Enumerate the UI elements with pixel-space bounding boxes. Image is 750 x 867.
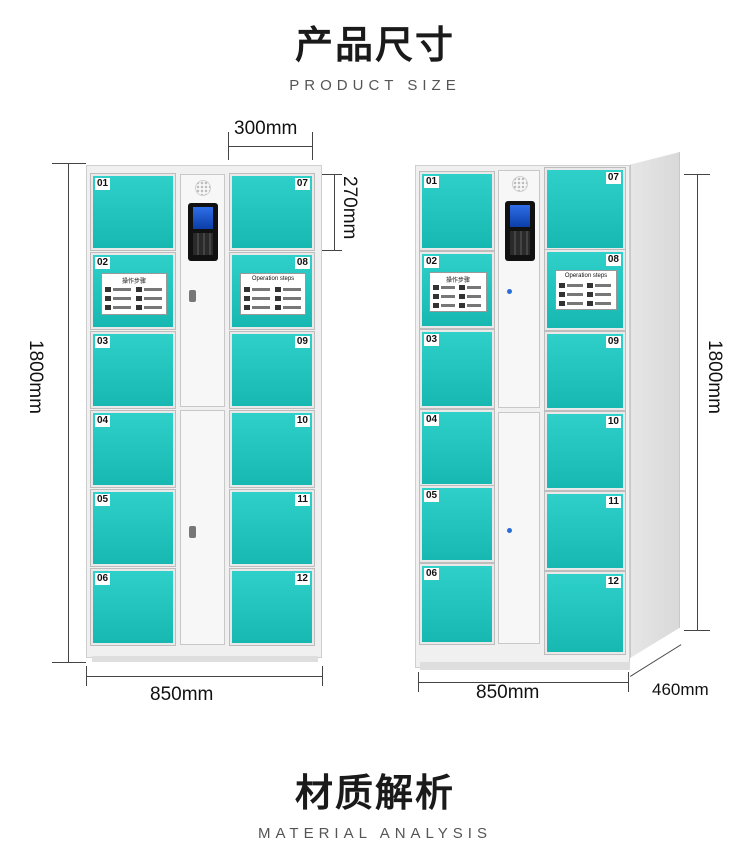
locker-door: 09: [544, 331, 626, 411]
locker-door: 08 Operation steps: [229, 252, 315, 330]
locker-door: 06: [90, 568, 176, 646]
locker-door: 11: [229, 489, 315, 567]
locker-door: 07: [229, 173, 315, 251]
operation-sign: 操作步骤: [429, 272, 487, 312]
locker-door: 12: [544, 571, 626, 655]
door-number: 09: [294, 336, 310, 348]
locker-door: 03: [419, 329, 495, 409]
operation-sign: Operation steps: [555, 270, 617, 310]
door-number: 01: [95, 178, 111, 190]
door-number: 10: [605, 416, 621, 428]
width-label-side: 850mm: [476, 682, 540, 703]
locker-door: 08 Operation steps: [544, 249, 626, 331]
dimension-line: [68, 163, 69, 662]
door-number: 11: [295, 494, 310, 506]
section-subtitle-product-size: PRODUCT SIZE: [289, 77, 461, 94]
height-label-front: 1800mm: [25, 340, 46, 414]
operation-sign: Operation steps: [240, 273, 306, 315]
lock-icon: [507, 289, 512, 294]
control-panel: [180, 174, 225, 407]
door-number: 07: [294, 178, 310, 190]
speaker-icon: [195, 180, 211, 196]
header: 产品尺寸 PRODUCT SIZE: [0, 14, 750, 94]
section-subtitle-material: MATERIAL ANALYSIS: [258, 825, 492, 842]
depth-label: 460mm: [652, 680, 709, 699]
door-number: 06: [424, 568, 440, 580]
door-number: 02: [95, 257, 111, 269]
speaker-icon: [512, 176, 528, 192]
locker-door: 04: [419, 409, 495, 487]
locker-door: 03: [90, 331, 176, 409]
door-number: 03: [424, 334, 440, 346]
lock-icon: [507, 528, 512, 533]
door-number: 10: [294, 415, 310, 427]
operation-sign: 操作步骤: [101, 273, 167, 315]
dimension-line: [334, 174, 335, 250]
height-label-side: 1800mm: [704, 340, 725, 414]
dimension-line: [697, 174, 698, 630]
locker-door: 02 操作步骤: [419, 251, 495, 329]
locker-door: 05: [419, 485, 495, 563]
section-title-product-size: 产品尺寸: [294, 23, 455, 67]
cabinet-base: [92, 656, 318, 662]
touch-screen: [505, 201, 535, 261]
storage-panel: [180, 410, 225, 645]
locker-door: 07: [544, 167, 626, 251]
door-number: 01: [424, 176, 440, 188]
locker-door: 10: [544, 411, 626, 491]
door-number: 05: [95, 494, 111, 506]
width-label-front: 850mm: [150, 684, 214, 705]
door-number: 12: [294, 573, 310, 585]
storage-panel: [498, 412, 540, 644]
locker-door: 12: [229, 568, 315, 646]
door-number: 09: [605, 336, 621, 348]
sign-title: Operation steps: [564, 273, 608, 279]
locker-door: 01: [90, 173, 176, 251]
locker-door: 05: [90, 489, 176, 567]
section-title-material: 材质解析: [294, 771, 455, 815]
cabinet-side: [630, 152, 680, 658]
locker-door: 04: [90, 410, 176, 488]
locker-door: 09: [229, 331, 315, 409]
sign-title: Operation steps: [251, 276, 295, 282]
door-number: 03: [95, 336, 111, 348]
locker-door: 06: [419, 563, 495, 645]
door-number: 04: [424, 414, 440, 426]
locker-door: 02 操作步骤: [90, 252, 176, 330]
door-number: 05: [424, 490, 440, 502]
touch-screen: [188, 203, 218, 261]
material-section-header: 材质解析 MATERIAL ANALYSIS: [0, 762, 750, 842]
door-number: 02: [424, 256, 440, 268]
door-number: 04: [95, 415, 111, 427]
lock-icon: [189, 526, 196, 538]
door-width-label: 300mm: [234, 118, 298, 139]
sign-title: 操作步骤: [445, 278, 470, 284]
door-height-label: 270mm: [339, 176, 360, 240]
control-panel: [498, 170, 540, 408]
door-number: 08: [605, 254, 621, 266]
dimension-line: [418, 682, 628, 683]
cabinet-base: [420, 662, 630, 670]
door-number: 07: [605, 172, 621, 184]
dimension-line: [86, 676, 322, 677]
locker-door: 01: [419, 171, 495, 251]
sign-title: 操作步骤: [121, 279, 146, 285]
lock-icon: [189, 290, 196, 302]
dimension-line: [228, 146, 312, 147]
locker-door: 11: [544, 491, 626, 571]
locker-door: 10: [229, 410, 315, 488]
door-number: 08: [294, 257, 310, 269]
door-number: 11: [606, 496, 621, 508]
door-number: 06: [95, 573, 111, 585]
door-number: 12: [605, 576, 621, 588]
